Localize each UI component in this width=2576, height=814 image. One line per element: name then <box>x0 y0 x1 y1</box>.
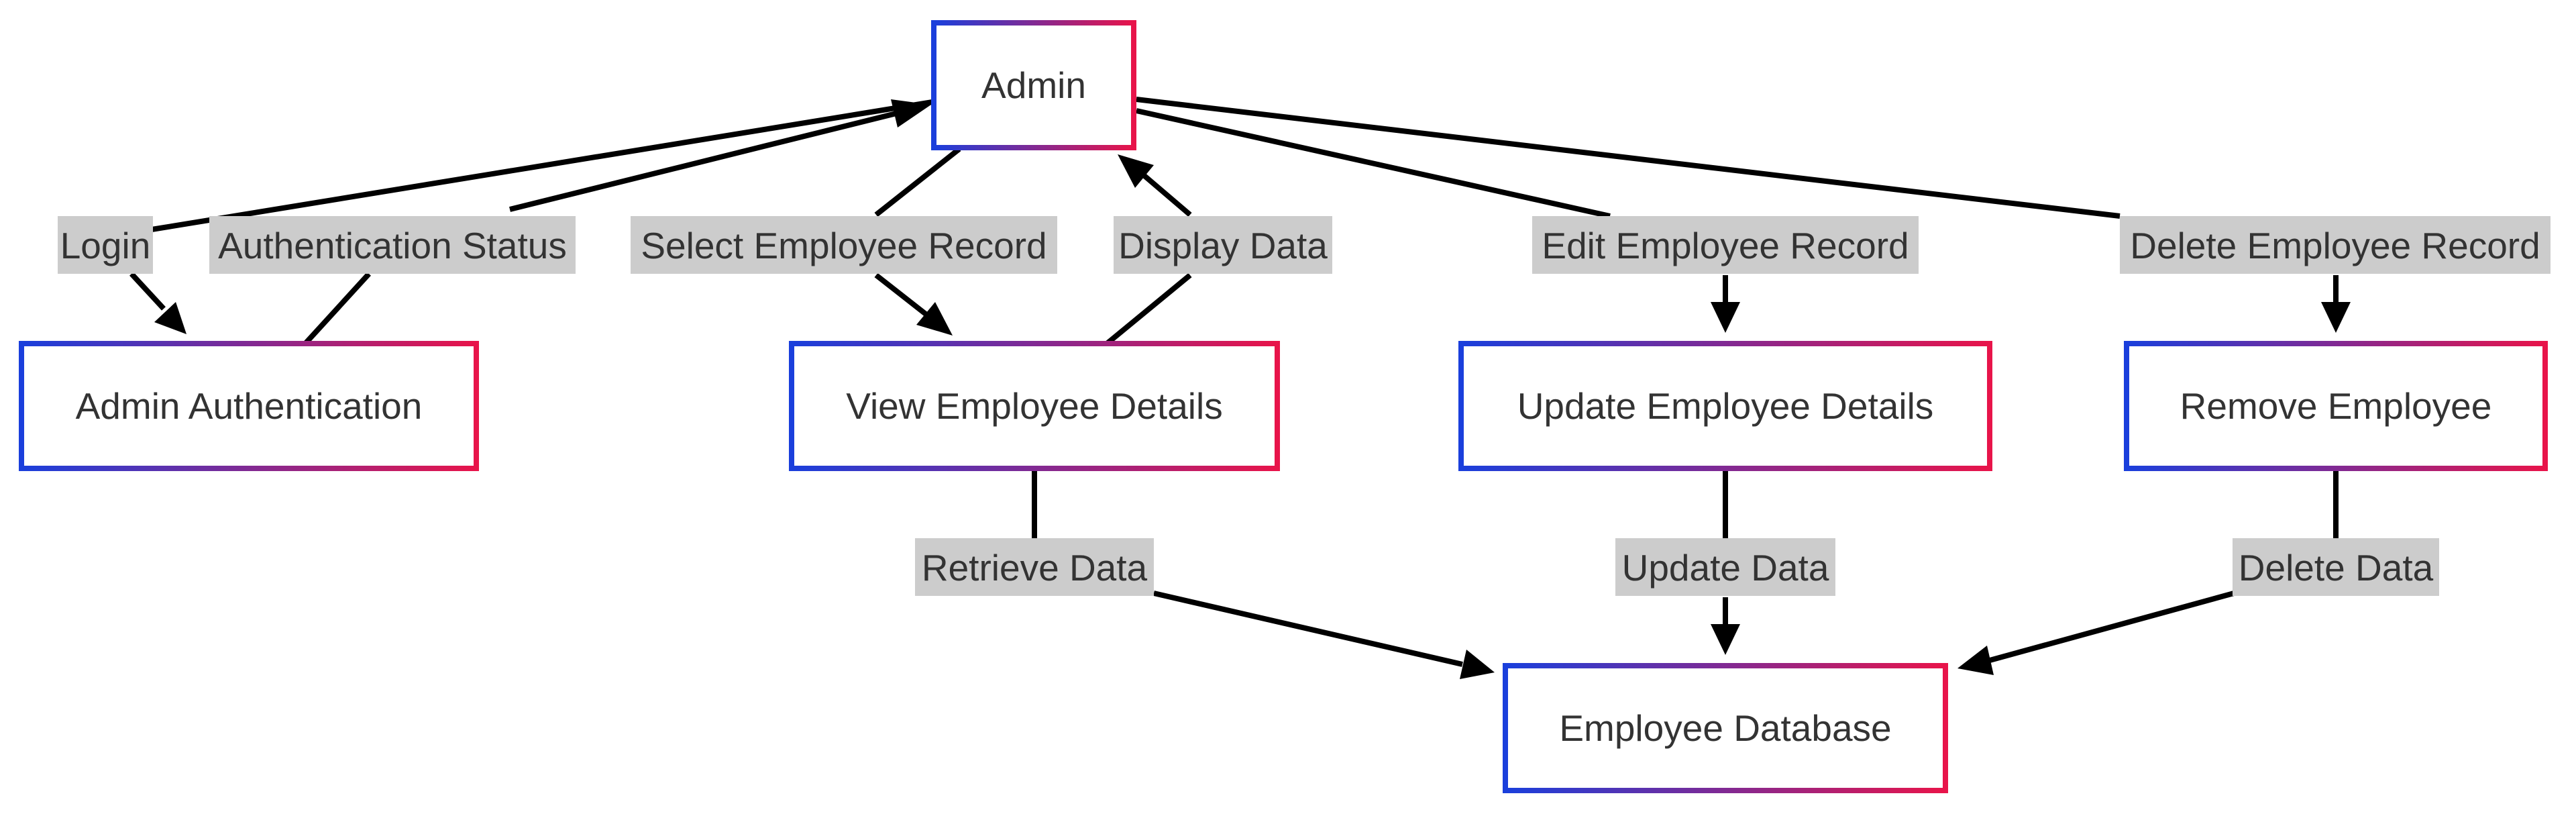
arrowhead-icon <box>2321 302 2351 333</box>
edge-login <box>129 99 933 334</box>
svg-text:Edit Employee Record: Edit Employee Record <box>1542 225 1909 266</box>
edge-label-retrieve-data: Retrieve Data <box>915 538 1154 596</box>
node-update-employee-details[interactable]: Update Employee Details <box>1458 341 1992 471</box>
edge-label-delete-data: Delete Data <box>2233 538 2439 596</box>
svg-text:Employee Database: Employee Database <box>1559 707 1891 749</box>
node-employee-database[interactable]: Employee Database <box>1503 663 1948 793</box>
svg-text:Update Employee Details: Update Employee Details <box>1517 385 1934 427</box>
svg-text:Update Data: Update Data <box>1622 547 1829 589</box>
node-admin[interactable]: Admin <box>931 20 1136 150</box>
svg-text:Retrieve Data: Retrieve Data <box>922 547 1148 589</box>
node-admin-authentication[interactable]: Admin Authentication <box>19 341 479 471</box>
edge-display-data <box>1105 154 1192 346</box>
edge-select-record <box>874 146 961 336</box>
svg-text:Select Employee Record: Select Employee Record <box>641 225 1046 266</box>
node-remove-employee[interactable]: Remove Employee <box>2124 341 2548 471</box>
edge-label-delete-record: Delete Employee Record <box>2120 216 2551 274</box>
arrowhead-icon <box>1957 646 1994 675</box>
arrowhead-icon <box>1460 650 1495 679</box>
node-view-employee-details[interactable]: View Employee Details <box>789 341 1280 471</box>
nodes: Admin Admin Authentication View Employee… <box>19 20 2548 793</box>
arrowhead-icon <box>1711 302 1740 333</box>
svg-text:Admin: Admin <box>981 64 1086 106</box>
edge-label-select-record: Select Employee Record <box>631 216 1057 274</box>
svg-text:View Employee Details: View Employee Details <box>846 385 1222 427</box>
edge-label-edit-record: Edit Employee Record <box>1532 216 1919 274</box>
edge-auth-status <box>303 99 931 346</box>
edge-label-auth-status: Authentication Status <box>209 216 576 274</box>
edge-update-data <box>1711 470 1740 655</box>
edge-edit-record <box>1136 108 1740 333</box>
svg-text:Authentication Status: Authentication Status <box>218 225 567 266</box>
svg-text:Display Data: Display Data <box>1118 225 1328 266</box>
edge-delete-record <box>1136 97 2351 333</box>
arrowhead-icon <box>891 99 931 128</box>
edge-label-login: Login <box>58 216 153 274</box>
arrowhead-icon <box>1118 154 1154 188</box>
svg-text:Delete Data: Delete Data <box>2239 547 2434 589</box>
edge-label-update-data: Update Data <box>1615 538 1835 596</box>
svg-text:Admin Authentication: Admin Authentication <box>76 385 423 427</box>
edge-label-display-data: Display Data <box>1114 216 1332 274</box>
arrowhead-icon <box>154 302 186 334</box>
edges <box>129 97 2351 679</box>
arrowhead-icon <box>1711 624 1740 655</box>
svg-text:Remove Employee: Remove Employee <box>2180 385 2492 427</box>
edge-labels: Login Authentication Status Select Emplo… <box>58 216 2551 596</box>
edge-retrieve-data <box>1032 470 1495 679</box>
svg-text:Delete Employee Record: Delete Employee Record <box>2130 225 2540 266</box>
svg-text:Login: Login <box>60 225 151 266</box>
edge-delete-data <box>1957 470 2339 675</box>
arrowhead-icon <box>916 302 953 336</box>
